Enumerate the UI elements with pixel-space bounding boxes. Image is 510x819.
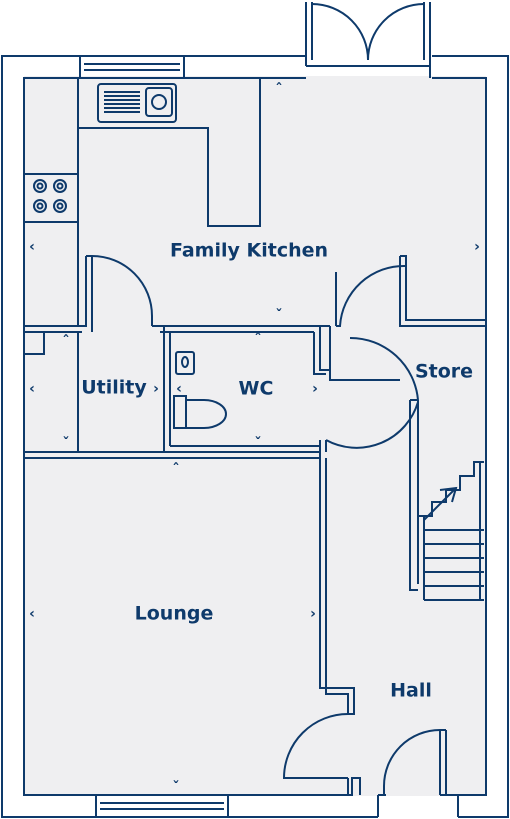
kitchen-units xyxy=(24,78,261,326)
marker-wc-bottom: ˇ xyxy=(254,436,262,452)
room-label-utility: Utility xyxy=(81,376,147,399)
marker-lounge-right: › xyxy=(310,606,316,622)
room-label-family-kitchen: Family Kitchen xyxy=(169,239,329,262)
marker-utility-top: ˆ xyxy=(62,334,70,350)
door-swings xyxy=(86,255,447,795)
stairs xyxy=(418,461,484,601)
marker-lounge-bottom: ˇ xyxy=(172,780,180,796)
internal-walls xyxy=(24,256,486,795)
marker-lounge-top: ˆ xyxy=(172,462,180,478)
wc-fixtures xyxy=(173,351,227,429)
marker-lounge-left: ‹ xyxy=(29,606,35,622)
room-label-store: Store xyxy=(414,360,474,383)
marker-wc-left: ‹ xyxy=(176,381,182,397)
marker-wc-top: ˆ xyxy=(254,332,262,348)
room-label-wc: WC xyxy=(238,377,274,400)
marker-kitchen-bottom: ˇ xyxy=(275,308,283,324)
marker-kitchen-right: › xyxy=(474,239,480,255)
marker-utility-left: ‹ xyxy=(29,381,35,397)
outer-walls xyxy=(1,55,509,818)
marker-kitchen-left: ‹ xyxy=(29,239,35,255)
windows xyxy=(79,55,229,818)
patio-doors xyxy=(305,2,431,61)
marker-utility-bottom: ˇ xyxy=(62,436,70,452)
marker-kitchen-top: ˆ xyxy=(275,82,283,98)
room-label-hall: Hall xyxy=(390,679,432,702)
marker-wc-right: › xyxy=(312,381,318,397)
marker-utility-right: › xyxy=(153,381,159,397)
room-label-lounge: Lounge xyxy=(134,602,214,625)
